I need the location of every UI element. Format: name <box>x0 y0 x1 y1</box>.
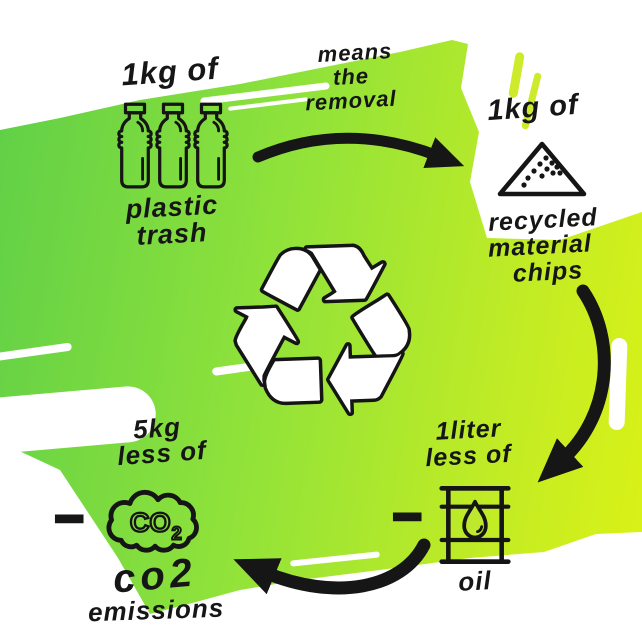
paint-drip <box>508 51 525 99</box>
oil-label: oil <box>457 565 493 597</box>
co2-emissions-label: emissions <box>87 592 225 628</box>
plastic-amount-label: 1kg of <box>120 50 220 93</box>
plastic-bottles-icon <box>117 102 229 189</box>
co2-minus-sign: − <box>52 476 86 565</box>
chips-amount-label: 1kg of <box>486 88 580 128</box>
oil-barrel-icon <box>439 486 511 564</box>
svg-text:CO: CO <box>130 507 171 538</box>
brush-streak <box>608 337 628 431</box>
svg-text:♻: ♻ <box>212 193 432 473</box>
recycling-symbol-icon: ♻ <box>209 189 436 476</box>
oil-minus-sign: − <box>390 474 424 563</box>
material-chips-pile-icon <box>497 141 587 197</box>
co2-cloud-icon: CO 2 <box>106 489 199 553</box>
svg-text:2: 2 <box>172 522 182 543</box>
